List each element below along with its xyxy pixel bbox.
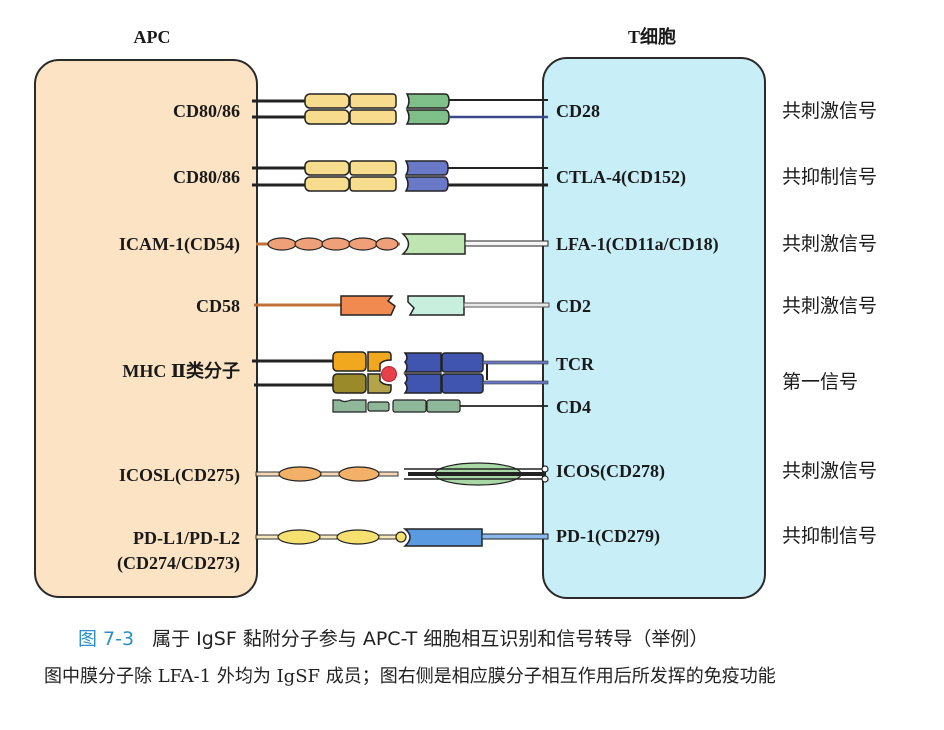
tcell-label-pd1: PD-1(CD279) bbox=[556, 526, 660, 547]
tcell-label-ctla4: CTLA-4(CD152) bbox=[556, 167, 686, 188]
cd80-86-molecule bbox=[304, 160, 397, 192]
function-label-row4: 共刺激信号 bbox=[782, 295, 877, 317]
cd4-molecule bbox=[332, 399, 461, 413]
tcell-cell bbox=[542, 57, 766, 599]
pd1-molecule bbox=[402, 528, 483, 547]
pair-mhc2-tcr-cd4 bbox=[252, 351, 549, 413]
apc-label-pdl-cd: (CD274/CD273) bbox=[117, 553, 240, 574]
pair-cd80-cd28 bbox=[252, 93, 548, 125]
ctla4-molecule bbox=[404, 160, 449, 192]
apc-label-cd80-86-a: CD80/86 bbox=[173, 101, 240, 121]
icam1-molecule bbox=[267, 237, 399, 251]
pair-pdl-pd1 bbox=[255, 528, 549, 547]
mhc2-molecule bbox=[332, 351, 392, 394]
apc-label-mhc2: MHC Ⅱ类分子 bbox=[122, 360, 240, 381]
function-label-row7: 共抑制信号 bbox=[782, 525, 877, 547]
tcell-label-cd4: CD4 bbox=[556, 397, 591, 417]
apc-label-icosl: ICOSL(CD275) bbox=[119, 465, 240, 486]
tcell-label-cd2: CD2 bbox=[556, 296, 591, 316]
tcr-molecule bbox=[403, 352, 488, 394]
icosl-molecule bbox=[278, 466, 380, 482]
function-label-row2: 共抑制信号 bbox=[782, 166, 877, 188]
cd2-molecule bbox=[407, 295, 465, 316]
apc-label-cd58: CD58 bbox=[196, 296, 240, 316]
pair-icosl-icos bbox=[255, 462, 549, 486]
cd28-molecule bbox=[405, 93, 450, 125]
tcell-title: T细胞 bbox=[628, 26, 676, 47]
apc-title: APC bbox=[134, 27, 171, 47]
figure-title: 属于 IgSF 黏附分子参与 APC-T 细胞相互识别和信号转导（举例） bbox=[152, 628, 709, 650]
icos-molecule bbox=[404, 462, 549, 486]
pair-icam1-lfa1 bbox=[256, 233, 549, 255]
cd80-86-molecule bbox=[304, 93, 397, 125]
tcell-label-cd28: CD28 bbox=[556, 101, 600, 121]
cd58-molecule bbox=[340, 295, 396, 316]
apc-tcell-diagram: APC T细胞 CD80/86 CD28 共刺激信号 bbox=[34, 26, 877, 599]
tcell-label-lfa1: LFA-1(CD11a/CD18) bbox=[556, 234, 719, 255]
apc-label-pdl: PD-L1/PD-L2 bbox=[133, 528, 240, 548]
figure-caption-title: 图 7-3 属于 IgSF 黏附分子参与 APC-T 细胞相互识别和信号转导（举例… bbox=[78, 624, 708, 651]
function-label-row3: 共刺激信号 bbox=[782, 233, 877, 255]
function-label-row1: 共刺激信号 bbox=[782, 100, 877, 122]
apc-cell bbox=[34, 59, 258, 598]
function-label-row6: 共刺激信号 bbox=[782, 460, 877, 482]
function-label-row5: 第一信号 bbox=[782, 371, 858, 393]
apc-label-icam1: ICAM-1(CD54) bbox=[119, 234, 240, 255]
pair-cd80-ctla4 bbox=[252, 160, 548, 192]
tcell-label-tcr: TCR bbox=[556, 354, 595, 374]
pair-cd58-cd2 bbox=[254, 295, 550, 316]
figure-caption-note: 图中膜分子除 LFA-1 外均为 IgSF 成员；图右侧是相应膜分子相互作用后所… bbox=[44, 666, 776, 687]
figure-number: 图 7-3 bbox=[78, 628, 135, 650]
peptide-antigen bbox=[381, 366, 397, 382]
pdl1-pdl2-molecule bbox=[277, 529, 407, 545]
lfa1-molecule bbox=[401, 233, 466, 255]
tcell-label-icos: ICOS(CD278) bbox=[556, 461, 665, 482]
apc-label-cd80-86-b: CD80/86 bbox=[173, 167, 240, 187]
